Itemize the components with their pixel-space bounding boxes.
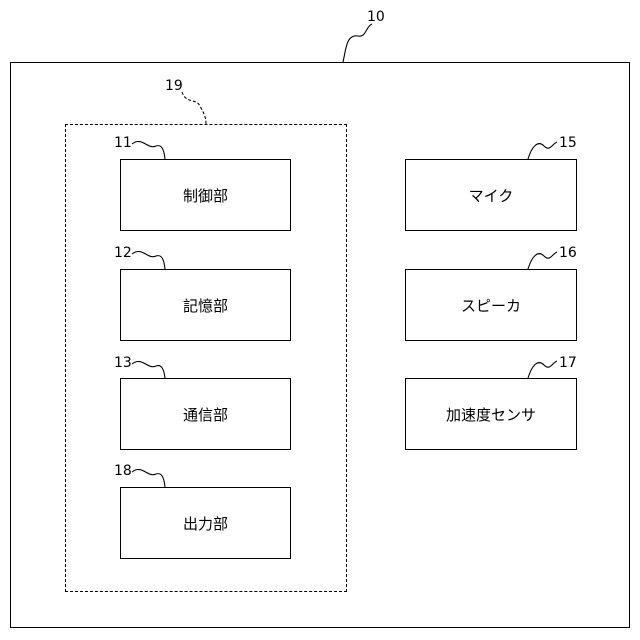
block-output-label: 出力部 xyxy=(183,513,228,534)
ref-group: 19 xyxy=(165,79,183,93)
block-storage-unit: 記憶部 xyxy=(120,269,291,341)
leader-device xyxy=(343,24,372,62)
block-output-unit: 出力部 xyxy=(120,487,291,559)
ref-control: 11 xyxy=(114,136,132,150)
block-storage-label: 記憶部 xyxy=(183,295,228,316)
ref-speaker: 16 xyxy=(559,246,577,260)
ref-accel: 17 xyxy=(559,356,577,370)
ref-output: 18 xyxy=(114,464,132,478)
ref-storage: 12 xyxy=(114,246,132,260)
block-speaker: スピーカ xyxy=(405,269,577,341)
block-communication-unit: 通信部 xyxy=(120,378,291,450)
block-control-unit: 制御部 xyxy=(120,159,291,231)
block-acceleration-label: 加速度センサ xyxy=(446,404,536,425)
block-speaker-label: スピーカ xyxy=(461,295,521,316)
block-acceleration-sensor: 加速度センサ xyxy=(405,378,577,450)
block-control-label: 制御部 xyxy=(183,185,228,206)
block-microphone: マイク xyxy=(405,159,577,231)
ref-mic: 15 xyxy=(559,136,577,150)
block-communication-label: 通信部 xyxy=(183,404,228,425)
block-microphone-label: マイク xyxy=(469,185,514,206)
ref-communication: 13 xyxy=(114,356,132,370)
ref-device: 10 xyxy=(367,10,385,24)
